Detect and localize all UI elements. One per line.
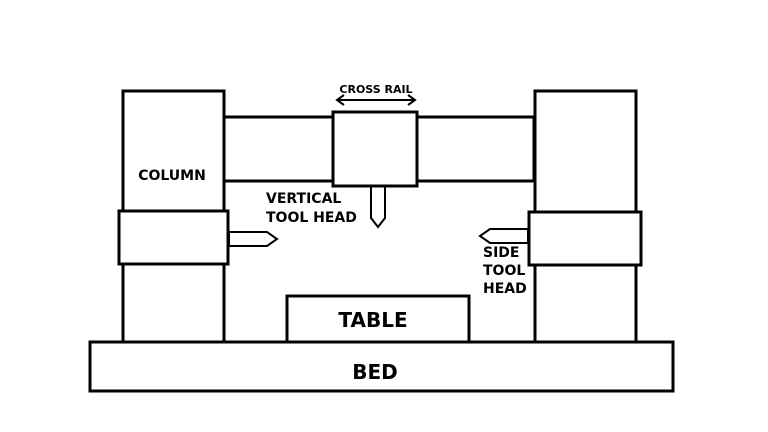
table-label: TABLE: [338, 308, 407, 332]
vertical-tool-head-label-line2: TOOL HEAD: [266, 210, 357, 226]
right-side-tool-head: [527, 210, 643, 267]
left-side-tool-head: [117, 209, 230, 266]
vertical-tool-head: [331, 110, 419, 188]
side-tool-head-label-line2: TOOL: [483, 263, 525, 279]
right-side-tool-bit: [478, 228, 529, 244]
bed: [88, 340, 675, 393]
column-label: COLUMN: [138, 168, 206, 184]
bed-label: BED: [352, 360, 398, 384]
vertical-tool-bit: [370, 185, 386, 229]
cross-rail-arrow-icon: [335, 94, 417, 106]
cross-rail-label: CROSS RAIL: [339, 83, 412, 96]
side-tool-head-label-line3: HEAD: [483, 281, 527, 297]
left-side-tool-bit: [228, 231, 279, 247]
table: [285, 294, 471, 344]
side-tool-head-label-line1: SIDE: [483, 245, 519, 261]
vertical-tool-head-label-line1: VERTICAL: [266, 191, 341, 207]
